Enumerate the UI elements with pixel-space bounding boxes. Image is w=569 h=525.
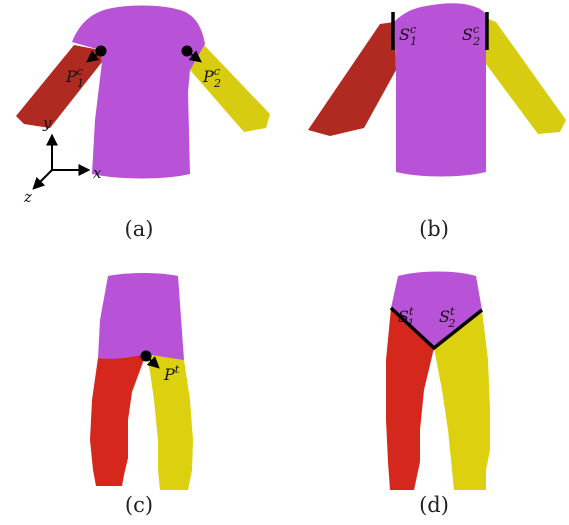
shirt-b-left-sleeve (308, 22, 396, 136)
caption-a: (a) (125, 217, 154, 241)
panel-c: Pt (c) (90, 273, 193, 517)
axis-y-label: y (42, 114, 52, 132)
axis-z-label: z (23, 188, 32, 206)
pants-c-left-leg (90, 354, 146, 486)
caption-d: (d) (419, 493, 449, 517)
coordinate-axes: y x z (23, 114, 102, 206)
shirt-a-torso (72, 6, 205, 179)
caption-c: (c) (125, 493, 153, 517)
pants-c-waist (98, 273, 184, 360)
shirt-a-left-sleeve (16, 45, 102, 128)
shirt-b-right-sleeve (486, 18, 566, 134)
caption-b: (b) (419, 217, 449, 241)
axis-x-label: x (93, 164, 102, 182)
